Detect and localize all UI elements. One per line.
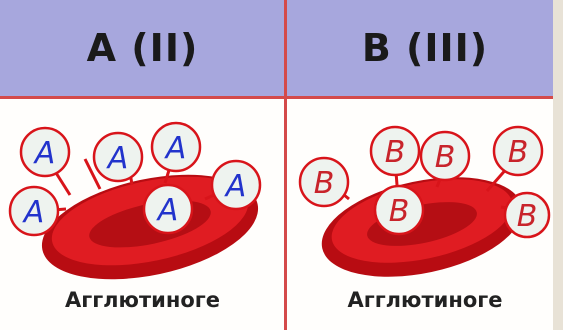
antigen-b-1-label: B — [314, 166, 335, 201]
antigen-b-5: B — [373, 184, 425, 236]
antigen-a-2-label: A — [106, 141, 129, 176]
antigen-a-5-label: A — [22, 195, 45, 230]
antigen-a-4-label: A — [224, 169, 247, 204]
antigen-a-6-label: A — [156, 193, 179, 228]
antigen-a-2: A — [92, 131, 144, 183]
antigen-b-3-label: B — [435, 140, 456, 175]
antigens-b: B B B B B — [298, 125, 551, 239]
antigen-b-5-label: B — [389, 194, 410, 229]
right-edge-shadow — [553, 0, 563, 330]
panel-divider — [284, 0, 287, 330]
antigen-b-2-label: B — [385, 135, 406, 170]
antigen-b-4: B — [492, 125, 544, 177]
red-cell-b-illustration: B B B B B — [298, 125, 551, 277]
antigen-a-3: A — [150, 121, 202, 173]
panel-b-caption: Агглютиноге — [347, 288, 503, 312]
antigen-b-6: B — [503, 191, 551, 239]
panel-a-caption: Агглютиноге — [64, 288, 221, 312]
antigen-b-4-label: B — [508, 135, 529, 170]
antigen-a-1: A — [19, 126, 71, 178]
panel-a-header: A (II) — [0, 0, 285, 99]
antigen-a-5: A — [8, 185, 60, 237]
panel-group-b: B (III) B B — [287, 0, 563, 330]
antigen-a-3-label: A — [164, 131, 187, 166]
panel-group-a: A (II) A — [0, 0, 285, 312]
antigens-a: A A A A A — [8, 121, 262, 237]
panel-b-header: B (III) — [287, 0, 563, 99]
antigen-a-4: A — [210, 159, 262, 211]
antigen-a-6: A — [142, 183, 194, 235]
panel-b-title: B (III) — [361, 26, 489, 70]
antigen-b-1: B — [298, 156, 350, 208]
antigen-a-1-label: A — [33, 136, 56, 171]
red-cell-a-illustration: A A A A A — [8, 121, 262, 280]
antigen-b-3: B — [419, 130, 471, 182]
panel-a-title: A (II) — [86, 26, 199, 70]
antigen-b-2: B — [369, 125, 421, 177]
antigen-b-6-label: B — [517, 199, 538, 234]
